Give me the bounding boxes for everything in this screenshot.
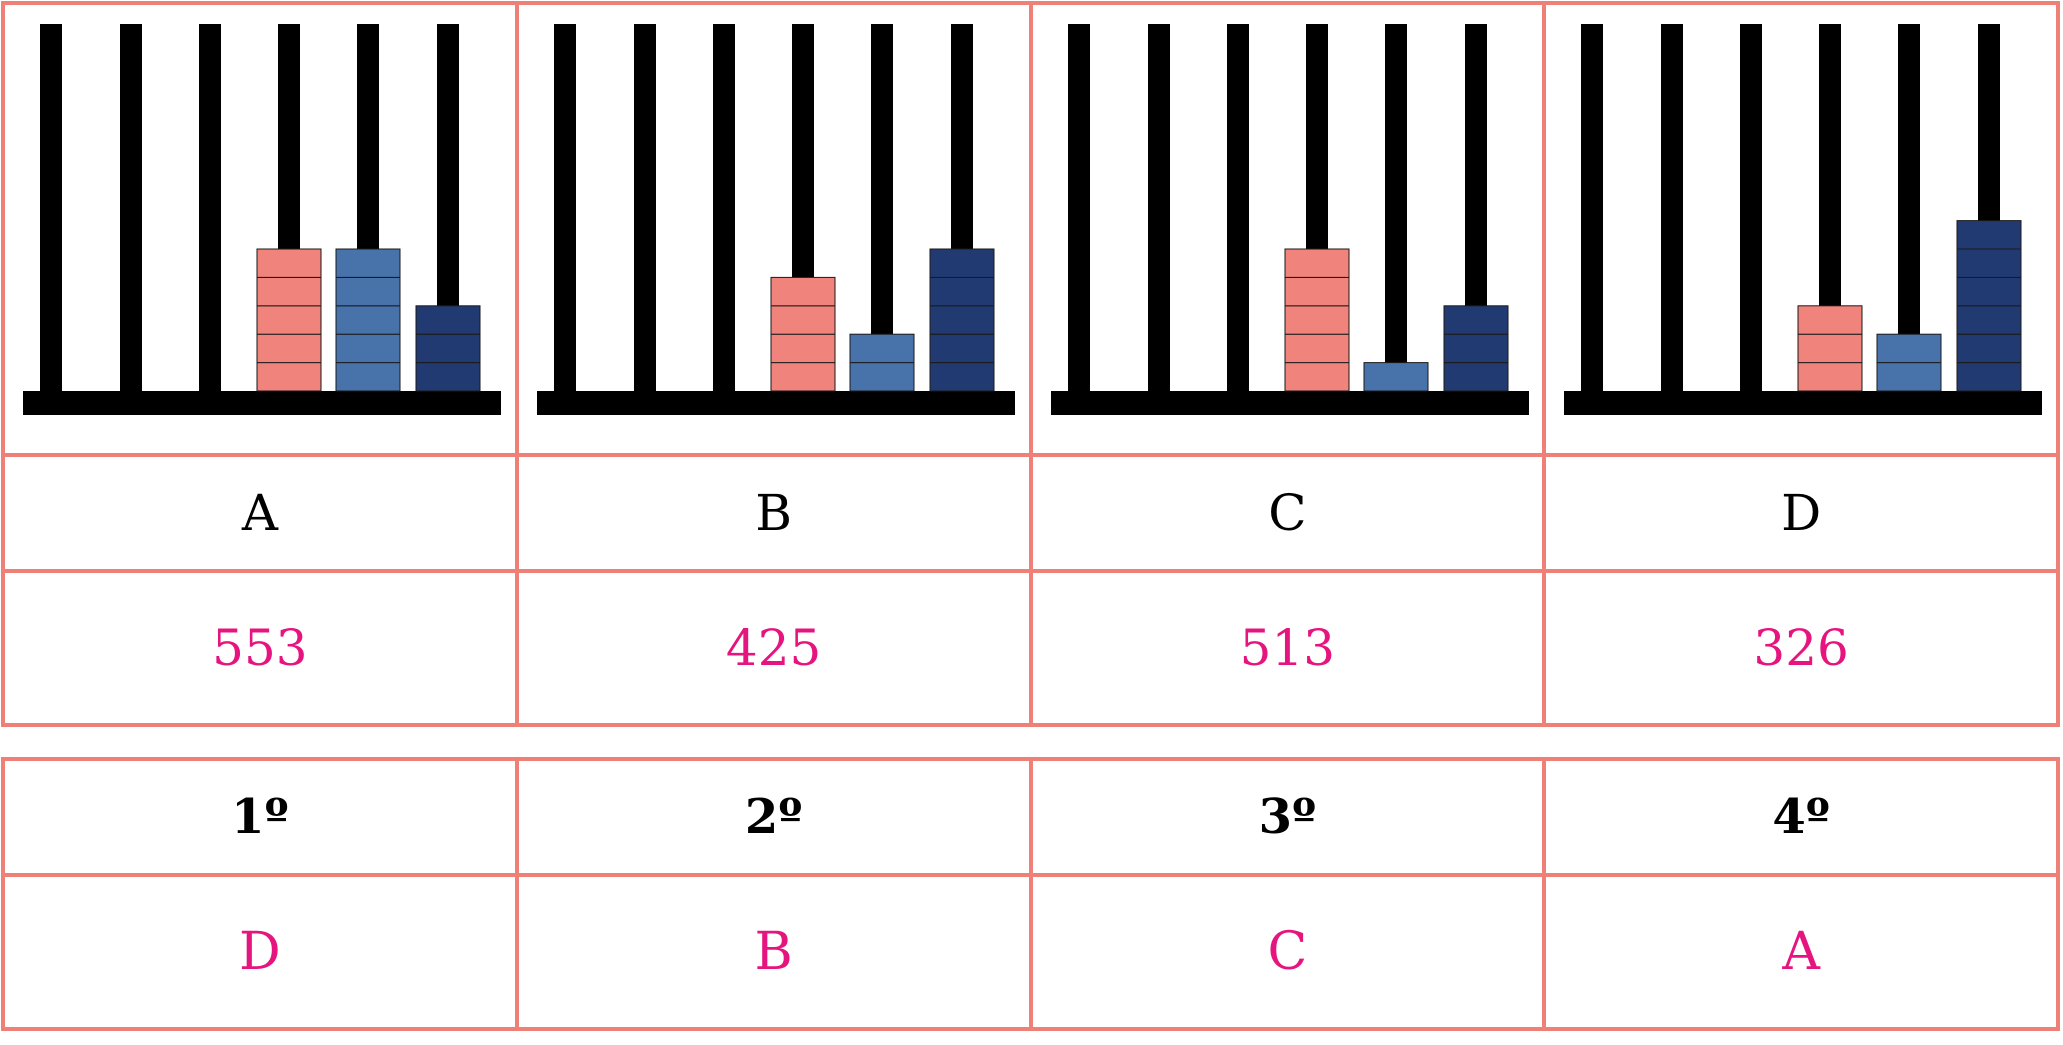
units-bead — [929, 362, 995, 392]
number-c: 513 — [1028, 569, 1547, 727]
units-bead — [1956, 333, 2022, 364]
units-bead — [415, 362, 481, 392]
abacus-row — [1, 1, 2060, 457]
units-bead — [929, 276, 995, 307]
letter-row: A B C D — [1, 453, 2060, 573]
number-d: 326 — [1542, 569, 2060, 727]
abacus-rod-2 — [1147, 24, 1170, 391]
tens-bead — [335, 333, 401, 364]
abacus-table: A B C D 553 425 513 326 — [1, 1, 2060, 727]
units-bead — [1443, 305, 1508, 335]
abacus-cell-c — [1028, 1, 1547, 457]
abacus-rod-5 — [1384, 24, 1407, 391]
tens-bead — [849, 333, 915, 364]
abacus-rod-3 — [199, 24, 221, 391]
units-bead — [1956, 305, 2022, 335]
abacus-rod-2 — [1661, 24, 1684, 391]
units-bead — [1443, 333, 1508, 364]
hundreds-bead — [256, 248, 322, 278]
hundreds-bead — [1284, 276, 1349, 307]
abacus-a — [23, 24, 501, 415]
tens-bead — [335, 248, 401, 278]
answer-1: D — [1, 873, 519, 1031]
hundreds-bead — [1284, 305, 1349, 335]
answer-4: A — [1542, 873, 2060, 1031]
abacus-rod-1 — [1581, 24, 1604, 391]
tens-bead — [1876, 333, 1942, 364]
hundreds-bead — [770, 333, 836, 364]
ordinal-3: 3º — [1028, 757, 1547, 877]
letter-a: A — [1, 453, 519, 573]
ordinal-row: 1º 2º 3º 4º — [1, 757, 2060, 877]
abacus-base — [1564, 391, 2043, 415]
abacus-c — [1050, 24, 1529, 415]
abacus-base — [536, 391, 1015, 415]
letter-d: D — [1542, 453, 2060, 573]
units-bead — [415, 333, 481, 364]
hundreds-bead — [1797, 362, 1863, 392]
units-bead — [929, 248, 995, 278]
tens-bead — [335, 362, 401, 392]
hundreds-bead — [1284, 362, 1349, 392]
answer-2: B — [514, 873, 1033, 1031]
abacus-rod-4 — [1819, 24, 1842, 391]
hundreds-bead — [256, 276, 322, 307]
abacus-d — [1564, 24, 2043, 415]
tens-bead — [1363, 362, 1428, 392]
abacus-rod-1 — [553, 24, 576, 391]
abacus-cell-b — [514, 1, 1033, 457]
units-bead — [929, 333, 995, 364]
order-table: 1º 2º 3º 4º D B C A — [1, 757, 2060, 1031]
abacus-rod-6 — [1464, 24, 1487, 391]
hundreds-bead — [770, 305, 836, 335]
abacus-rod-3 — [1740, 24, 1763, 391]
ordinal-4: 4º — [1542, 757, 2060, 877]
number-a: 553 — [1, 569, 519, 727]
units-bead — [415, 305, 481, 335]
abacus-rod-1 — [40, 24, 62, 391]
number-row: 553 425 513 326 — [1, 569, 2060, 727]
letter-c: C — [1028, 453, 1547, 573]
hundreds-bead — [256, 305, 322, 335]
units-bead — [1956, 220, 2022, 250]
abacus-cell-a — [1, 1, 519, 457]
answer-row: D B C A — [1, 873, 2060, 1031]
hundreds-bead — [256, 362, 322, 392]
ordinal-1: 1º — [1, 757, 519, 877]
units-bead — [929, 305, 995, 335]
abacus-b — [536, 24, 1015, 415]
hundreds-bead — [256, 333, 322, 364]
units-bead — [1956, 276, 2022, 307]
abacus-rod-6 — [437, 24, 459, 391]
hundreds-bead — [1284, 248, 1349, 278]
tens-bead — [335, 305, 401, 335]
hundreds-bead — [1797, 333, 1863, 364]
abacus-rod-5 — [1898, 24, 1921, 391]
abacus-rod-2 — [120, 24, 142, 391]
abacus-rod-3 — [1226, 24, 1249, 391]
units-bead — [1443, 362, 1508, 392]
abacus-rod-2 — [633, 24, 656, 391]
hundreds-bead — [1284, 333, 1349, 364]
number-b: 425 — [514, 569, 1033, 727]
units-bead — [1956, 248, 2022, 278]
abacus-base — [1050, 391, 1529, 415]
abacus-base — [23, 391, 501, 415]
hundreds-bead — [1797, 305, 1863, 335]
ordinal-2: 2º — [514, 757, 1033, 877]
abacus-rod-3 — [712, 24, 735, 391]
abacus-rod-5 — [870, 24, 893, 391]
abacus-rod-1 — [1067, 24, 1090, 391]
hundreds-bead — [770, 276, 836, 307]
answer-3: C — [1028, 873, 1547, 1031]
tens-bead — [1876, 362, 1942, 392]
letter-b: B — [514, 453, 1033, 573]
abacus-cell-d — [1542, 1, 2060, 457]
tens-bead — [849, 362, 915, 392]
hundreds-bead — [770, 362, 836, 392]
tens-bead — [335, 276, 401, 307]
units-bead — [1956, 362, 2022, 392]
